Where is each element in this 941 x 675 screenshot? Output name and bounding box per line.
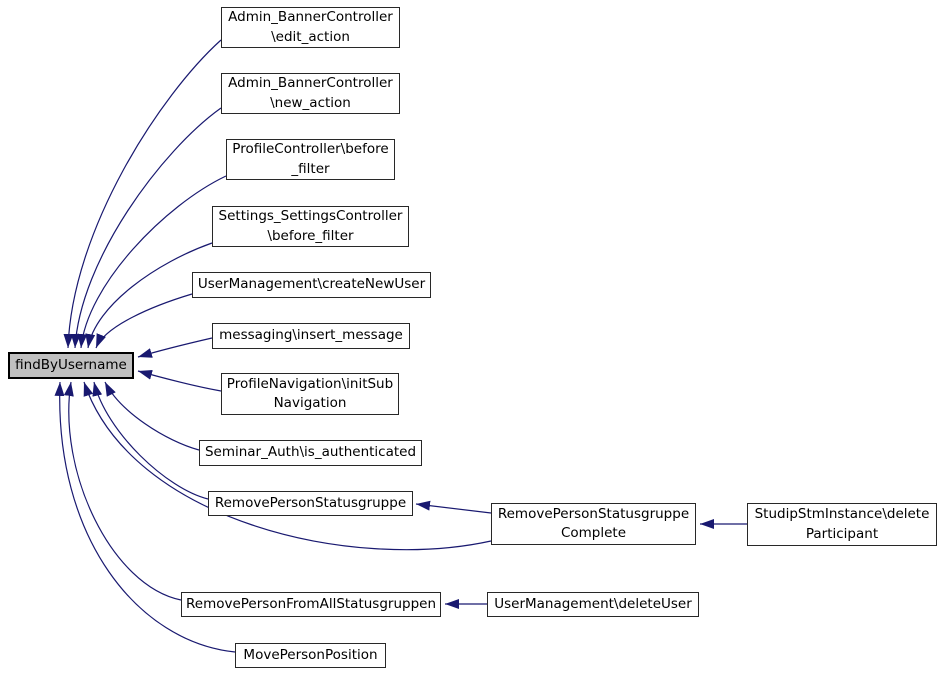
graph-node-is-authenticated[interactable]: Seminar_Auth\is_authenticated [199,440,422,466]
graph-node-label-line: Complete [560,525,627,541]
edge-settings-controller-before-filter-to-find-by-username [85,242,213,349]
graph-node-label-line: UserManagement\deleteUser [494,595,692,612]
graph-node-remove-person-from-all-statusgruppen[interactable]: RemovePersonFromAllStatusgruppen [181,592,441,617]
edge-init-sub-navigation-to-find-by-username [137,369,222,392]
graph-node-label-line: messaging\insert_message [219,327,403,344]
graph-node-label-line: \before_filter [267,227,354,244]
edge-admin-banner-edit-action-to-find-by-username [63,39,222,349]
graph-node-admin-banner-new-action[interactable]: Admin_BannerController \new_action [221,73,400,114]
graph-node-label-line: UserManagement\createNewUser [197,276,426,293]
graph-node-label-line: Admin_BannerController [228,75,393,92]
graph-node-label-line: Participant [805,525,879,542]
graph-node-label-line: ProfileNavigation\initSub [226,375,394,392]
edge-remove-person-statusgruppe-complete-to-remove-person-statusgruppe [415,500,492,514]
graph-node-label-line: Settings_SettingsController [218,208,403,225]
graph-node-label-line: MovePersonPosition [243,646,378,663]
graph-node-label-line: \new_action [270,94,351,111]
graph-node-label-line: findByUsername [15,356,127,373]
graph-node-label-line: \edit_action [271,28,350,45]
graph-node-profile-controller-before-filter[interactable]: ProfileController\before _filter [226,139,395,180]
graph-node-label-line: RemovePersonFromAllStatusgruppen [185,595,437,612]
graph-node-insert-message[interactable]: messaging\insert_message [212,323,410,349]
edge-remove-person-statusgruppe-complete-to-find-by-username [83,381,492,551]
edge-move-person-position-to-find-by-username [54,381,236,653]
graph-node-label-line: Seminar_Auth\is_authenticated [204,444,417,461]
graph-node-find-by-username: findByUsername [8,352,134,379]
graph-node-settings-controller-before-filter[interactable]: Settings_SettingsController \before_filte… [212,206,409,247]
edge-admin-banner-new-action-to-find-by-username [70,107,222,349]
edge-remove-person-statusgruppe-to-find-by-username [92,381,209,500]
graph-node-label-line: ProfileController\before [232,141,389,158]
graph-node-label-line: _filter [291,160,330,177]
graph-node-label-line: StudipStmInstance\delete [754,506,930,523]
graph-node-label-line: Navigation [273,395,347,411]
graph-node-create-new-user[interactable]: UserManagement\createNewUser [192,272,431,298]
graph-node-label-line: RemovePersonStatusgruppe [214,494,407,511]
graph-node-delete-user[interactable]: UserManagement\deleteUser [487,592,699,617]
graph-node-label-line: RemovePersonStatusgruppe [497,505,690,522]
graph-node-move-person-position[interactable]: MovePersonPosition [235,643,386,668]
graph-node-remove-person-statusgruppe[interactable]: RemovePersonStatusgruppe [208,491,413,516]
graph-node-label-line: Admin_BannerController [228,9,393,26]
edge-profile-controller-before-filter-to-find-by-username [77,175,227,349]
edge-create-new-user-to-find-by-username [95,293,193,349]
graph-node-admin-banner-edit-action[interactable]: Admin_BannerController \edit_action [221,7,400,48]
edge-is-authenticated-to-find-by-username [104,381,200,451]
edge-insert-message-to-find-by-username [137,337,213,358]
edge-remove-person-from-all-statusgruppen-to-find-by-username [63,381,182,601]
